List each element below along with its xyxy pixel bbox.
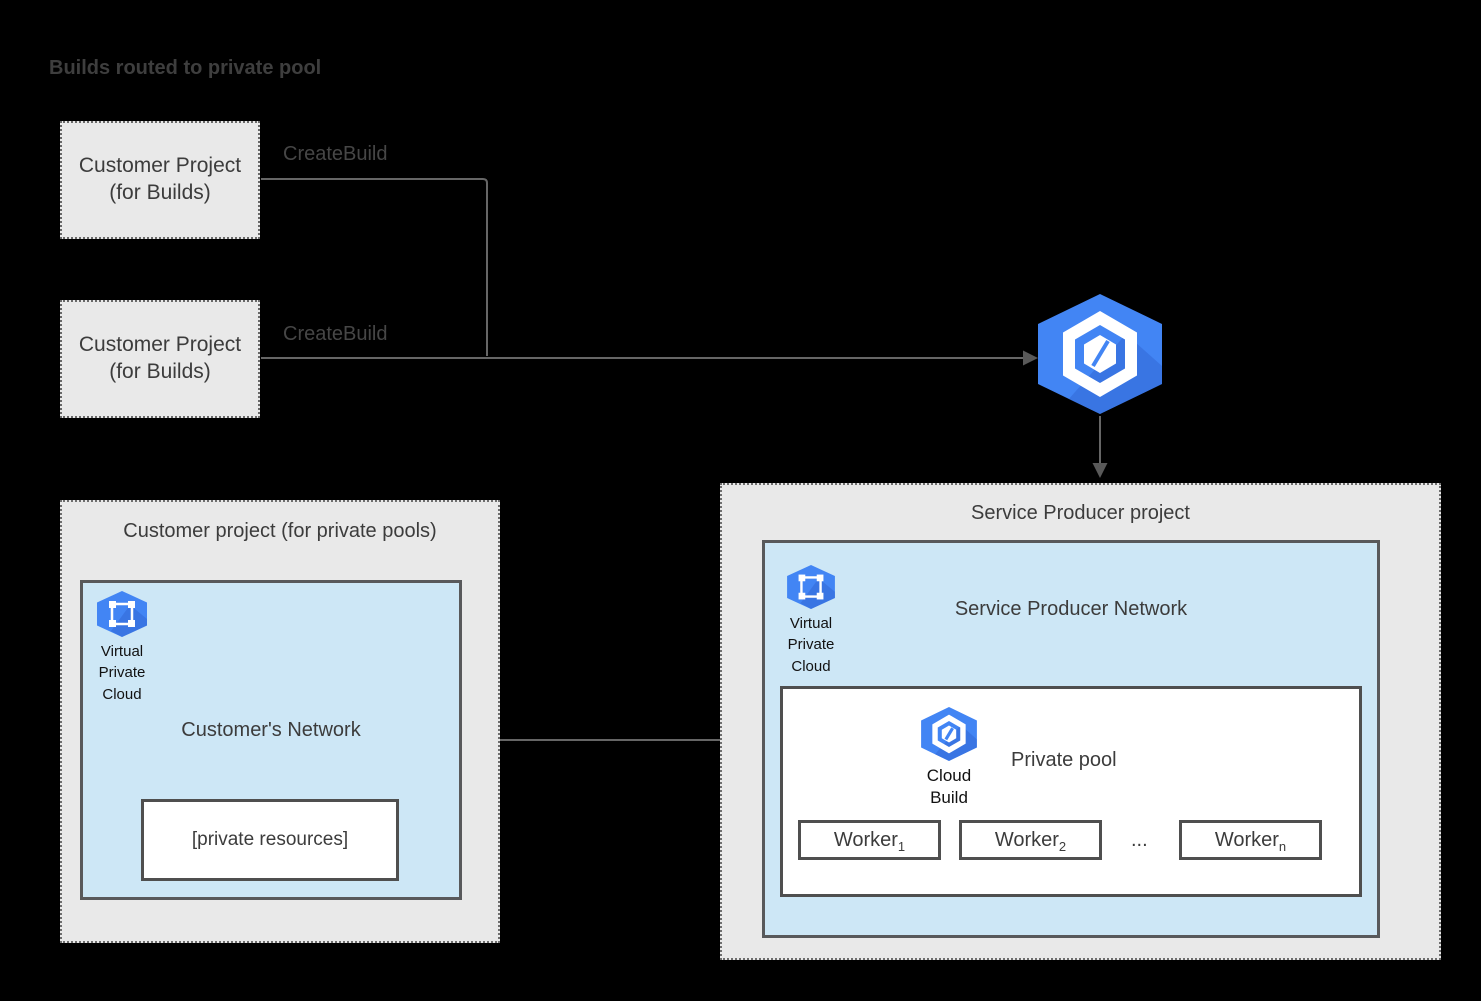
worker-box-1: Worker1 (798, 820, 941, 860)
worker-label: Worker1 (833, 828, 906, 854)
service-producer-network-title: Service Producer Network (954, 598, 1188, 620)
customer-build-project-2: Customer Project (for Builds) (60, 300, 260, 418)
cloud-build-icon (1038, 294, 1162, 414)
private-resources-box: [private resources] (141, 799, 399, 881)
worker-label: Worker2 (994, 828, 1067, 854)
customer-build-project-1: Customer Project (for Builds) (60, 121, 260, 239)
workers-ellipsis: ... (1131, 829, 1148, 851)
arrowhead-into-cloudbuild (1023, 350, 1038, 366)
customer-pool-project-title: Customer project (for private pools) (123, 520, 437, 542)
virtual-private-cloud-icon (787, 565, 835, 609)
service-producer-project-title: Service Producer project (971, 502, 1190, 524)
private-pool-box: Cloud Build Private pool Worker1 Worker2… (780, 686, 1362, 897)
arrowhead-into-producer (1092, 463, 1108, 478)
worker-box-2: Worker2 (959, 820, 1102, 860)
worker-label: Workern (1214, 828, 1287, 854)
service-producer-network-box: Virtual Private Cloud Service Producer N… (762, 540, 1380, 938)
cloud-build-icon (921, 707, 977, 761)
customer-network-box: Virtual Private Cloud Customer's Network… (80, 580, 462, 900)
vpc-label: Virtual Private Cloud (787, 615, 835, 675)
customer-network-title: Customer's Network (181, 719, 361, 741)
worker-box-n: Workern (1179, 820, 1322, 860)
vpc-label: Virtual Private Cloud (98, 643, 146, 703)
page-title: Builds routed to private pool (49, 57, 322, 79)
cloud-build-label: Cloud Build (926, 766, 972, 808)
virtual-private-cloud-icon (97, 591, 147, 637)
private-pool-title: Private pool (1011, 749, 1117, 771)
createbuild-label-2: CreateBuild (283, 323, 388, 345)
createbuild-label-1: CreateBuild (283, 143, 388, 165)
